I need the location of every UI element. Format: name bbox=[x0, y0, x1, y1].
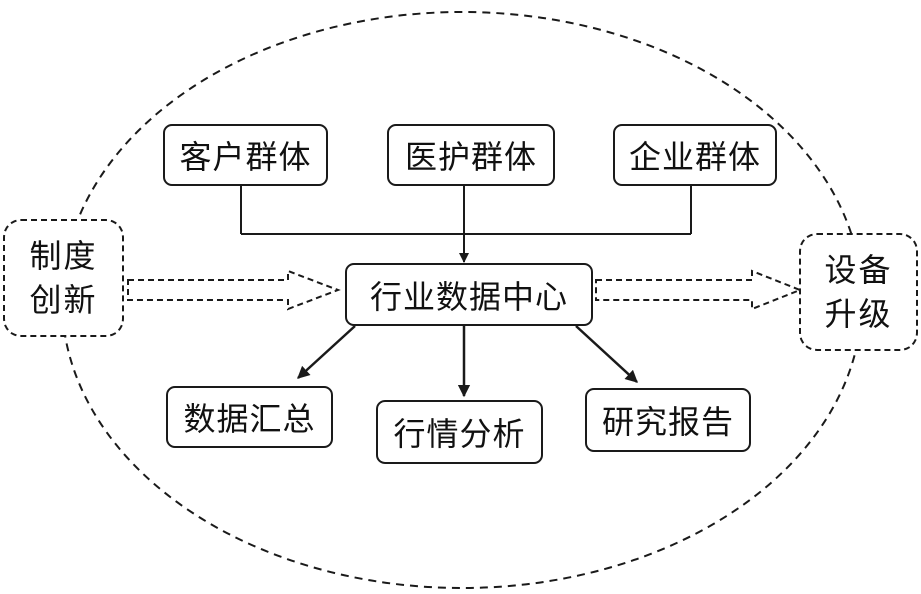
medical-group-box: 医护群体 bbox=[387, 124, 555, 186]
research-report-box: 研究报告 bbox=[585, 388, 751, 452]
customer-group-box: 客户群体 bbox=[163, 124, 328, 186]
arrow-to-report bbox=[575, 325, 638, 383]
right-box-line2: 升级 bbox=[824, 295, 893, 333]
left-box-line1: 制度 bbox=[29, 237, 98, 275]
left-dashed-arrow bbox=[127, 269, 341, 311]
left-box-line2: 创新 bbox=[29, 281, 98, 319]
equipment-upgrade-box: 设备 升级 bbox=[799, 233, 918, 351]
enterprise-group-box: 企业群体 bbox=[613, 124, 777, 186]
data-summary-box: 数据汇总 bbox=[166, 386, 333, 448]
institutional-innovation-box: 制度 创新 bbox=[3, 219, 124, 337]
right-dashed-arrow bbox=[595, 269, 803, 311]
market-analysis-box: 行情分析 bbox=[376, 400, 543, 464]
data-center-box: 行业数据中心 bbox=[345, 263, 593, 326]
arrow-to-summary bbox=[297, 325, 356, 379]
right-box-line1: 设备 bbox=[824, 251, 893, 289]
